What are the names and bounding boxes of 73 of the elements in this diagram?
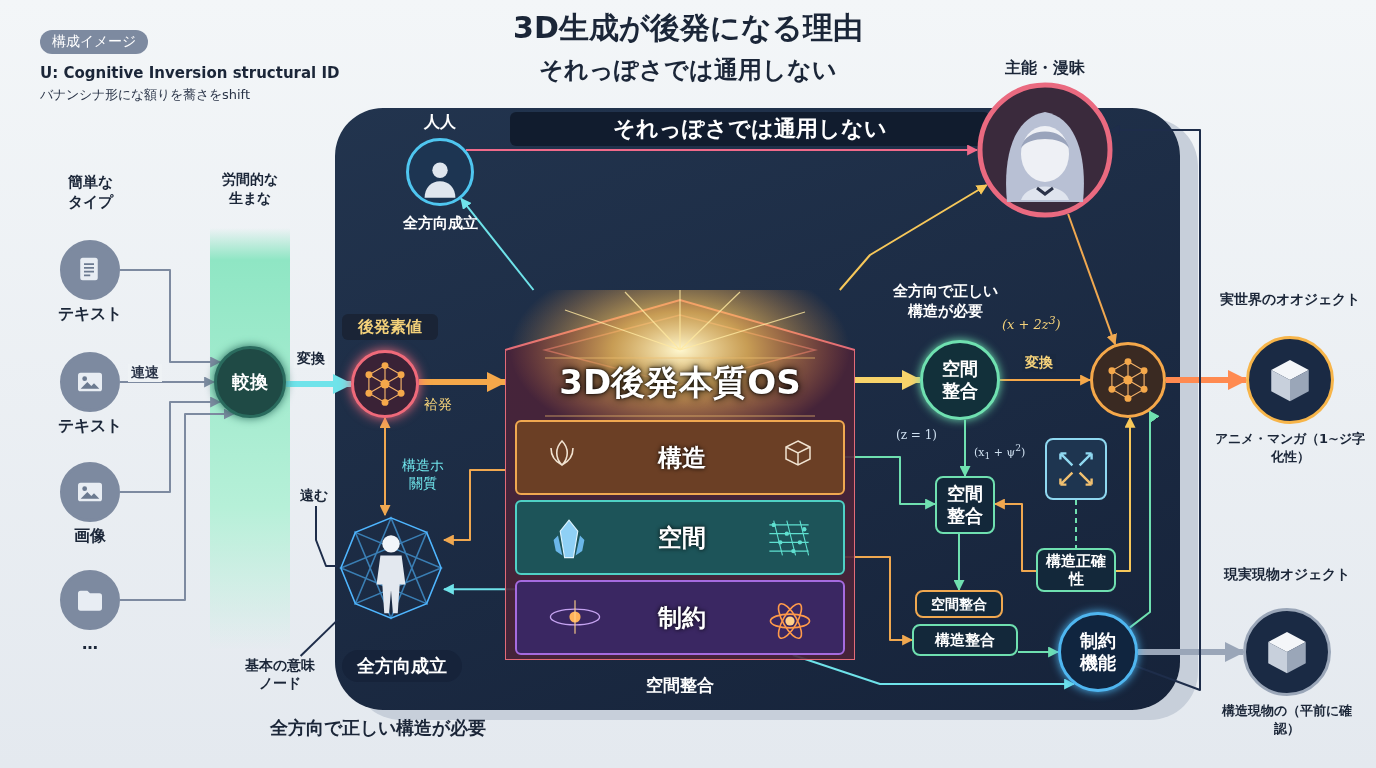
arrow [1115, 416, 1136, 572]
arrow [442, 469, 506, 546]
arrow [953, 533, 965, 592]
process-box: 空間整合 [935, 476, 995, 534]
formula-text: (x$_{1}$ + ψ$^{2}$) [974, 442, 1026, 461]
arrow [379, 416, 391, 517]
annotation-text: 全方向で正しい構造が必要 [270, 716, 486, 740]
arrow [1017, 646, 1060, 658]
node-heading: 後発素値 [342, 314, 438, 340]
arrow [855, 370, 922, 390]
connector-line [1075, 499, 1077, 549]
panel-heading: それっぽさでは通用しない [510, 112, 990, 146]
icon-caption: テキスト [57, 416, 123, 437]
band-heading: 労間的な生まな [221, 170, 279, 208]
node-caption: 構造現物の（平前に確認） [1222, 702, 1352, 738]
leader-line [299, 618, 339, 657]
process-circle: 較換 [214, 346, 286, 418]
process-box: 構造正確性 [1036, 548, 1116, 592]
arrow [285, 374, 353, 394]
annotation-text: 基本の意味ノード [240, 656, 320, 696]
arrow [119, 376, 216, 388]
icon-caption: 画像 [73, 526, 107, 547]
formula-text: (x + 2z$^{3}$) [1002, 314, 1061, 333]
edge-label: 連速 [128, 364, 162, 382]
arrow [418, 372, 507, 392]
subtitle-text: U: Cognitive Inversion structural ID [40, 64, 340, 82]
tag: 構成イメージ [40, 30, 148, 54]
diagram-subtitle: それっぽさでは通用しない [538, 55, 838, 86]
node-caption: 全方向成立 [401, 214, 479, 233]
layer-band [515, 420, 845, 495]
formula-text: (z = 1) [896, 428, 937, 442]
layer-band [515, 500, 845, 575]
process-circle: 空間整合 [920, 340, 1000, 420]
node-caption: 現実現物オジェクト [1222, 565, 1351, 584]
arrow [119, 408, 235, 601]
status-tag: 全方向成立 [342, 650, 462, 682]
cube-title: 3D後発本質OS [558, 361, 802, 404]
leader-line [315, 505, 339, 567]
arrow [999, 374, 1092, 386]
layer-band [515, 580, 845, 655]
arrow [959, 418, 971, 478]
arrow [1166, 370, 1248, 390]
process-box: 構造整合 [912, 624, 1018, 656]
icon-caption: … [81, 634, 99, 653]
layer-label: 空間 [657, 523, 707, 554]
arrow [1138, 642, 1245, 662]
column-heading: 簡単なタイプ [66, 172, 115, 213]
note-text: バナンシナ形にな額りを蕎さをshift [40, 86, 251, 104]
diagram-title: 3D生成が後発になる理由 [512, 9, 864, 47]
node-heading: 主能・漫昧 [1004, 58, 1086, 79]
arrow [1067, 213, 1117, 346]
process-circle: 制約機能 [1058, 612, 1138, 692]
arrow [460, 197, 535, 291]
layer-label: 制約 [656, 603, 707, 634]
arrow [464, 144, 979, 156]
arrow [119, 269, 222, 368]
node-caption: アニメ・マンガ（1~ジ字化性） [1215, 430, 1365, 466]
layer-label: 構造 [656, 443, 707, 474]
edge-label: 変換 [1022, 354, 1056, 372]
annotation-text: 全方向で正しい構造が必要 [891, 282, 999, 321]
annotation-text: 遠む [294, 486, 334, 506]
icon-caption: テキスト [57, 304, 123, 325]
process-box: 空間整合 [915, 590, 1003, 618]
annotation-text: 構造ホ關質 [401, 456, 445, 493]
annotation-text: 袷発 [424, 396, 452, 414]
arrow [993, 498, 1037, 572]
edge-label: 変換 [294, 350, 328, 368]
node-heading: 人人 [423, 112, 457, 133]
arrow [119, 396, 222, 493]
arrow [838, 184, 988, 291]
arrow [1128, 410, 1160, 629]
node-caption: 実世界のオオジェクト [1219, 290, 1361, 309]
annotation-text: 空間整合 [645, 674, 715, 697]
